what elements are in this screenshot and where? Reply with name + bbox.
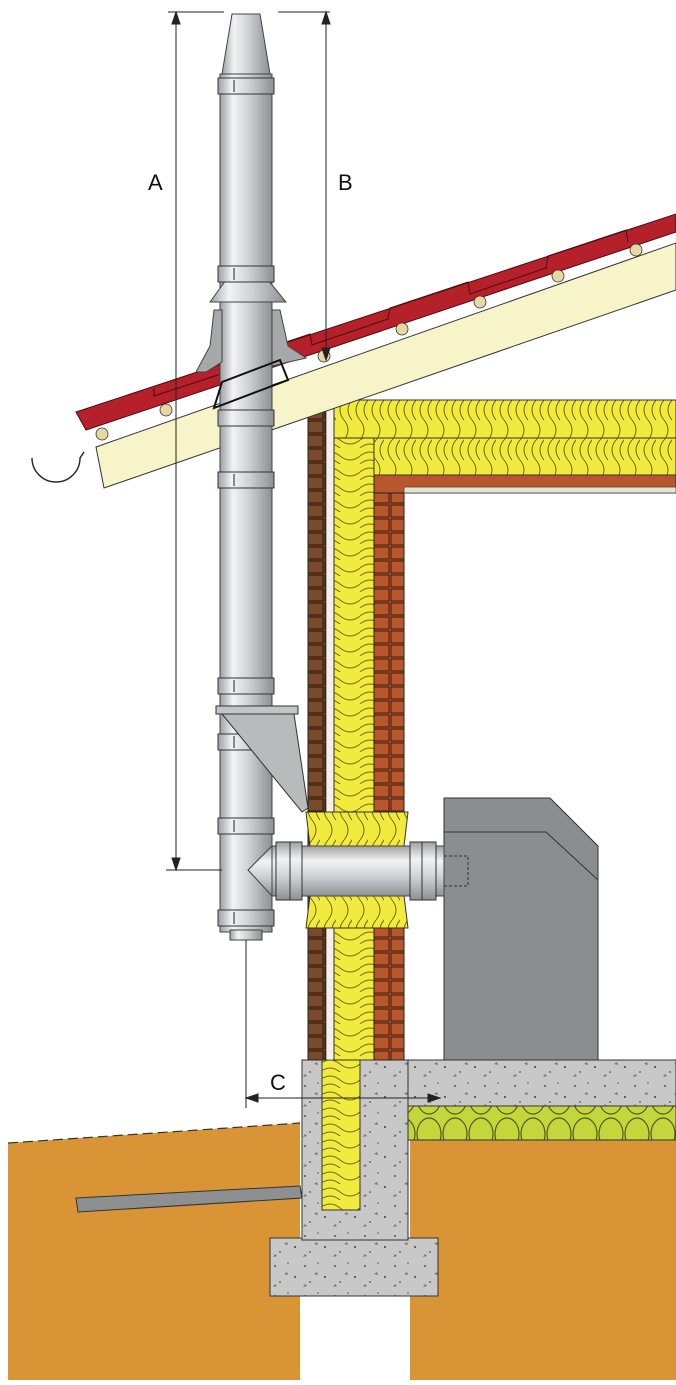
air-gap	[325, 399, 335, 1061]
chimney-top-cone	[221, 13, 271, 75]
chimney-drain-cap	[229, 929, 263, 941]
roof-flashing-right	[271, 309, 308, 367]
ceiling-insulation-upper	[333, 399, 676, 439]
wall-pass-insulation-top	[305, 811, 409, 847]
roof-tiles	[75, 213, 676, 431]
roof-battens	[95, 243, 643, 441]
dimension-label-a: A	[148, 170, 163, 195]
ceiling-insulation-lower	[373, 437, 676, 476]
wall-bracket-support	[220, 713, 309, 813]
dimension-label-c: C	[270, 1070, 286, 1095]
soil	[8, 1123, 300, 1380]
dimension-label-b: B	[338, 170, 353, 195]
dimension-lines	[166, 10, 442, 1108]
wall-insulation	[333, 437, 375, 1061]
wall-pass-insulation-bottom	[305, 895, 409, 929]
ground-line	[7, 1122, 301, 1144]
foundation-insulation	[321, 1059, 361, 1211]
wall-bracket-plate	[215, 705, 299, 715]
chimney-pipe	[219, 73, 273, 933]
floor-insulation	[407, 1105, 676, 1141]
ceiling-board	[403, 486, 676, 494]
outer-brick-wall	[307, 399, 327, 1061]
roof-penetration-box	[212, 358, 290, 410]
stove-top-edge	[444, 831, 599, 881]
floor-slab	[407, 1059, 676, 1107]
stove	[443, 797, 599, 1061]
soil-right	[410, 1138, 676, 1380]
pipe-bands	[217, 77, 275, 927]
gutter-icon	[31, 451, 85, 483]
connector-bands	[275, 841, 437, 901]
footing	[269, 1237, 439, 1297]
inner-brick-wall	[373, 474, 405, 1061]
roof-flashing	[195, 309, 223, 373]
